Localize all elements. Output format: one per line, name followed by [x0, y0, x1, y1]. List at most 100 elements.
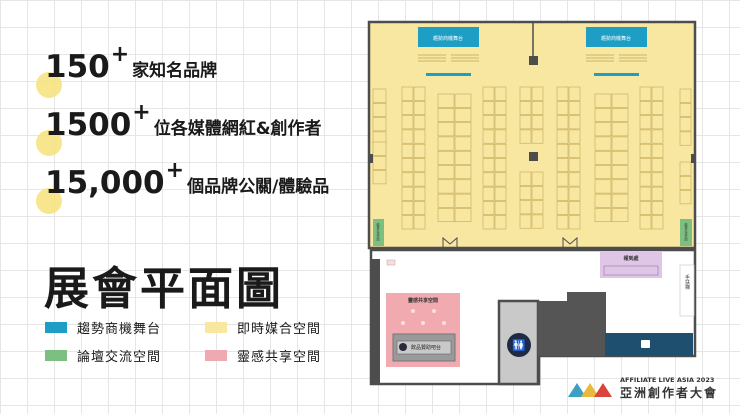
forum-label: 論壇交流空間 [684, 222, 688, 242]
booth [401, 86, 414, 101]
booth [413, 129, 426, 144]
booth [639, 215, 652, 230]
booth [437, 122, 455, 137]
booth [482, 186, 495, 201]
booth [611, 193, 629, 208]
inspiration-label: 靈感共享空間 [408, 297, 438, 304]
booth [413, 186, 426, 201]
booth [494, 86, 507, 101]
booth [611, 136, 629, 151]
seat-row [451, 57, 479, 59]
booth [413, 172, 426, 187]
restroom-icon [507, 333, 531, 357]
booth [401, 158, 414, 173]
booth [494, 143, 507, 158]
stage-label: 趨勢商機舞台 [601, 35, 631, 42]
booth [482, 158, 495, 173]
stat-plus: + [110, 42, 130, 67]
booth [568, 158, 581, 173]
booth [454, 108, 472, 122]
legend-item: 趨勢商機舞台 [45, 318, 205, 337]
booth [413, 115, 426, 130]
booth [568, 101, 581, 115]
booth [594, 193, 612, 208]
booth [437, 208, 455, 222]
booth [639, 172, 652, 187]
door [562, 236, 578, 248]
booth [519, 186, 532, 200]
highlight-dot [36, 72, 62, 98]
booth [651, 215, 664, 230]
booth [494, 186, 507, 201]
booth [651, 129, 664, 144]
stat-number: 150 [45, 49, 110, 85]
booth [556, 143, 569, 158]
booth [568, 115, 581, 130]
booth [437, 193, 455, 208]
legend-swatch [45, 322, 67, 333]
booth [372, 117, 387, 132]
booth [611, 150, 629, 165]
booth [519, 200, 532, 215]
booth [494, 172, 507, 187]
booth [531, 214, 544, 229]
booth [556, 129, 569, 144]
highlight-dot [36, 130, 62, 156]
booth [413, 215, 426, 230]
booth [556, 215, 569, 230]
stat-plus: + [132, 100, 151, 125]
escalator-label: 手扶梯 [684, 274, 690, 291]
booth [531, 86, 544, 101]
logo-mark [568, 382, 612, 397]
booth [519, 171, 532, 186]
forum-left [373, 219, 384, 246]
page-title: 展會平面圖 [44, 262, 285, 315]
legend-label: 即時媒合空間 [237, 322, 322, 337]
legend-label: 論壇交流空間 [77, 350, 162, 365]
seat-row [619, 54, 647, 56]
booth [556, 86, 569, 101]
booth [556, 115, 569, 130]
booth [401, 143, 414, 158]
logo-chinese: 亞洲創作者大會 [620, 386, 719, 400]
bar-label: 飲品贊助吧台 [411, 344, 441, 351]
booth [413, 143, 426, 158]
booth [679, 117, 692, 132]
booth [594, 108, 612, 122]
booth [437, 165, 455, 180]
booth [372, 103, 387, 117]
booth [494, 158, 507, 173]
booth [482, 172, 495, 187]
booth [679, 161, 692, 176]
booth [482, 143, 495, 158]
booth [482, 215, 495, 230]
booth [413, 158, 426, 173]
escalator [679, 264, 695, 317]
booth [639, 158, 652, 173]
booth [639, 86, 652, 101]
booth [437, 179, 455, 194]
booth [639, 143, 652, 158]
seat-row [418, 60, 446, 62]
booth [437, 150, 455, 165]
seat-row [451, 54, 479, 56]
booth [531, 171, 544, 186]
booth [372, 88, 387, 103]
booth [611, 208, 629, 222]
booth [454, 208, 472, 222]
svg-text:🚻: 🚻 [512, 339, 526, 352]
booth [611, 108, 629, 122]
booth [651, 143, 664, 158]
booth [651, 186, 664, 201]
stat-brands: 150 + 家知名品牌 [45, 42, 217, 85]
seat-row [586, 60, 614, 62]
checkin-label: 報到處 [623, 255, 639, 262]
booth [531, 115, 544, 130]
seat-row [451, 60, 479, 62]
booth [482, 86, 495, 101]
pillar [529, 56, 538, 65]
booth [494, 129, 507, 144]
booth [519, 129, 532, 144]
booth [531, 200, 544, 215]
